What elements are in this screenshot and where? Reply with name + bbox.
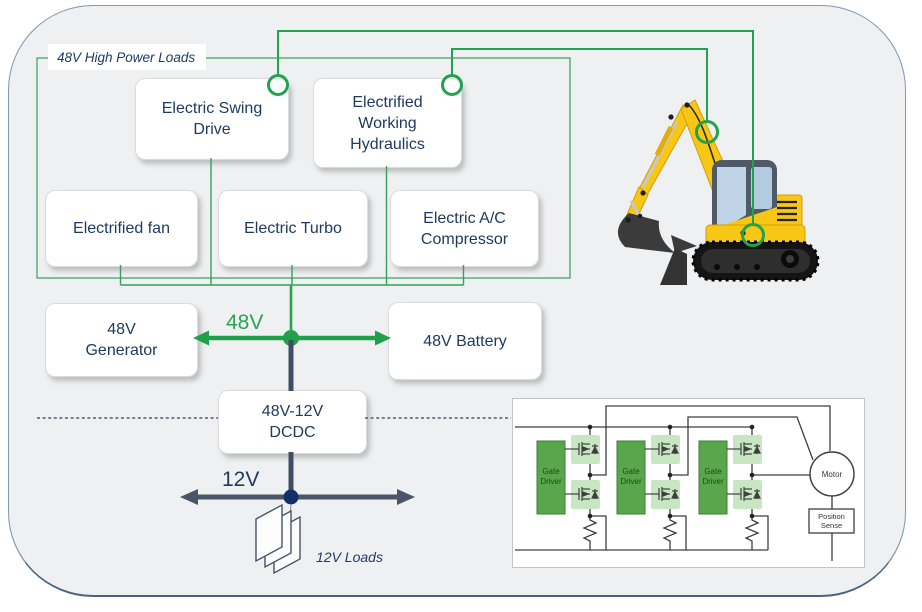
inverter-leg: Gate Driver: [536, 427, 607, 550]
excavator-illustration: [617, 99, 820, 285]
box-label-line: Electric Swing: [161, 100, 263, 117]
inverter-leg: Gate Driver: [616, 427, 687, 550]
group-label-chip: 48V High Power Loads: [48, 44, 206, 70]
road-wheel: [754, 264, 760, 270]
box-label-line: Electrified fan: [73, 220, 170, 237]
box-48v-battery: 48V Battery: [388, 302, 542, 380]
sprocket-hub: [786, 255, 794, 263]
box-label-line: Electric Turbo: [244, 220, 342, 237]
gate-driver-box: [536, 440, 566, 515]
label-48v: 48V: [226, 311, 264, 334]
box-label-line: Electrified: [352, 93, 423, 111]
sense-wire: [590, 515, 607, 550]
gate-driver-label: Driver: [540, 477, 562, 486]
motor-label: Motor: [822, 470, 843, 479]
box-label-line: Hydraulics: [350, 135, 425, 153]
box-label-line: Drive: [193, 121, 231, 138]
box-electric-swing-drive: Electric Swing Drive: [135, 78, 289, 160]
box-electrified-fan: Electrified fan: [45, 190, 198, 267]
box-label-line: 48V Battery: [423, 332, 507, 350]
road-wheel: [734, 264, 740, 270]
box-48v-generator: 48V Generator: [45, 303, 198, 377]
position-sense-label: Sense: [821, 521, 842, 530]
bucket-tooth: [671, 235, 697, 253]
box-electrified-working-hydraulics: Electrified Working Hydraulics: [313, 78, 462, 168]
box-electric-turbo: Electric Turbo: [218, 190, 368, 267]
label-12v-loads: 12V Loads: [316, 549, 383, 565]
box-label-line: 48V: [107, 321, 136, 338]
box-electric-ac-compressor: Electric A/C Compressor: [390, 190, 539, 267]
svg-text:Driver: Driver: [702, 477, 724, 486]
position-sense-label: Position: [818, 512, 845, 521]
inverter-circuit-panel: Gate Driver: [512, 398, 865, 568]
svg-text:Driver: Driver: [620, 477, 642, 486]
svg-text:Gate: Gate: [704, 467, 722, 476]
phase-wires: [590, 405, 831, 476]
box-label-line: Compressor: [420, 230, 509, 248]
dozer-blade: [660, 248, 687, 285]
inverter-leg: Gate Driver: [698, 427, 769, 550]
inverter-circuit: Gate Driver: [515, 405, 855, 561]
box-label-line: Generator: [85, 342, 158, 359]
box-label-line: Electric A/C: [423, 209, 506, 227]
shunt-resistor: [582, 516, 598, 550]
cab-side-window: [751, 167, 772, 209]
label-12v: 12V: [222, 468, 260, 491]
svg-text:Gate: Gate: [622, 467, 640, 476]
box-label-line: Working: [358, 114, 417, 132]
box-label-line: 48V-12V: [261, 403, 324, 420]
road-wheel: [714, 264, 720, 270]
mosfet-symbol: [565, 442, 599, 501]
box-label-line: DCDC: [269, 424, 316, 441]
dc-bus-wires: [515, 426, 768, 551]
group-label: 48V High Power Loads: [57, 49, 196, 65]
junction-dots: [587, 424, 755, 519]
box-48v-12v-dcdc: 48V-12V DCDC: [218, 390, 367, 454]
gate-driver-label: Gate: [542, 467, 560, 476]
